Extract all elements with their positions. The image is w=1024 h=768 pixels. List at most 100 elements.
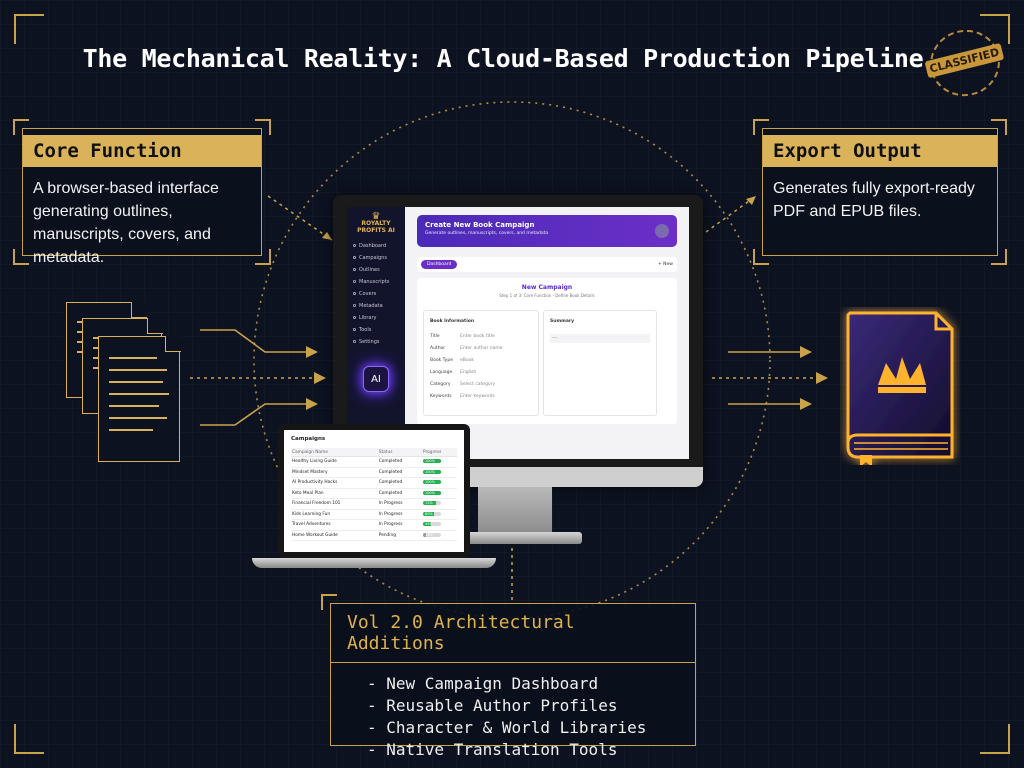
form-field[interactable]: Enter book title	[460, 334, 495, 339]
sidebar-item-outlines[interactable]: Outlines	[351, 264, 401, 276]
export-output-heading: Export Output	[763, 135, 997, 167]
progress-label: 100%	[424, 469, 435, 474]
progress-bar: 45%	[422, 522, 441, 526]
sidebar-item-library[interactable]: Library	[351, 312, 401, 324]
status-badge: In Progress	[377, 498, 422, 510]
campaign-banner: Create New Book Campaign Generate outlin…	[417, 215, 677, 247]
progress-bar: 60%	[422, 511, 441, 516]
form-row: Keywords Enter keywords	[430, 394, 532, 399]
campaign-name: AI Productivity Hacks	[291, 477, 378, 489]
arrow-docs-top	[200, 329, 312, 353]
connector-core	[267, 195, 333, 241]
form-field[interactable]: Enter keywords	[460, 394, 495, 399]
tabs-row: Dashboard + New	[417, 257, 677, 272]
progress-fill	[422, 459, 441, 463]
progress-bar: 100%	[422, 480, 441, 484]
status-badge: In Progress	[377, 509, 422, 520]
progress-fill	[422, 469, 441, 474]
addition-item: - Native Translation Tools	[367, 740, 618, 759]
banner-title: Create New Book Campaign	[425, 221, 535, 229]
progress-cell: 60%	[421, 509, 457, 520]
sidebar-item-label: Outlines	[359, 267, 380, 273]
column-header: Progress	[421, 448, 457, 457]
ai-badge: AI	[363, 366, 389, 392]
campaign-name: Financial Freedom 101	[291, 498, 378, 510]
progress-label: 72%	[424, 501, 433, 505]
sidebar-item-dashboard[interactable]: Dashboard	[351, 240, 401, 252]
frame-corner-top-left	[14, 14, 44, 44]
sidebar-item-manuscripts[interactable]: Manuscripts	[351, 276, 401, 288]
progress-label: 100%	[424, 490, 435, 495]
progress-cell: 100%	[421, 456, 457, 468]
form-heading: Book Information	[430, 319, 475, 324]
sidebar-item-metadata[interactable]: Metadata	[351, 300, 401, 312]
form-row: Language English	[430, 370, 532, 375]
additions-heading: Vol 2.0 Architectural Additions	[331, 604, 695, 663]
form-field[interactable]: Enter author name	[460, 346, 503, 351]
frame-corner-top-right	[980, 14, 1010, 44]
export-output-text: Generates fully export-ready PDF and EPU…	[773, 180, 975, 220]
sidebar-item-settings[interactable]: Settings	[351, 336, 401, 348]
export-output-panel: Export Output Generates fully export-rea…	[753, 119, 1007, 265]
banner-subtitle: Generate outlines, manuscripts, covers, …	[425, 231, 549, 236]
sidebar-item-covers[interactable]: Covers	[351, 288, 401, 300]
form-field[interactable]: Select category	[460, 382, 496, 387]
app-main: Create New Book Campaign Generate outlin…	[405, 207, 689, 459]
sidebar-item-campaigns[interactable]: Campaigns	[351, 252, 401, 264]
additions-list: - New Campaign Dashboard- Reusable Autho…	[331, 663, 695, 761]
app-logo: ♛ ROYALTY PROFITS AI	[351, 211, 401, 235]
progress-bar: 100%	[422, 459, 441, 463]
form-field[interactable]: eBook	[460, 358, 474, 363]
sidebar-item-tools[interactable]: Tools	[351, 324, 401, 336]
crown-icon: ♛	[371, 211, 381, 222]
status-badge: Completed	[377, 467, 422, 478]
campaign-name: Travel Adventures	[291, 519, 378, 531]
progress-cell: 72%	[421, 498, 457, 510]
form-label: Keywords	[430, 394, 452, 399]
campaign-name: Kids Learning Fun	[291, 509, 378, 520]
status-badge: Completed	[377, 456, 422, 468]
card-title: New Campaign	[521, 284, 573, 291]
status-badge: Completed	[377, 477, 422, 489]
nav-icon	[353, 256, 356, 259]
monitor-stand	[478, 487, 552, 533]
form-label: Book Type	[430, 358, 453, 363]
avatar[interactable]	[655, 224, 669, 238]
arrow-docs-bottom	[200, 403, 312, 426]
progress-label: 100%	[424, 480, 435, 484]
status-badge: Pending	[377, 530, 422, 541]
addition-item: - Character & World Libraries	[367, 718, 647, 737]
form-field[interactable]: English	[460, 370, 477, 375]
nav-icon	[353, 340, 356, 343]
monitor-foot	[448, 532, 582, 544]
page-title: The Mechanical Reality: A Cloud-Based Pr…	[82, 44, 924, 73]
tab-dashboard[interactable]: Dashboard	[421, 260, 458, 269]
sidebar-item-label: Manuscripts	[359, 279, 390, 285]
book-crown-icon	[846, 311, 954, 465]
progress-fill	[422, 480, 441, 484]
sidebar-item-label: Dashboard	[359, 243, 387, 249]
new-button[interactable]: + New	[657, 262, 673, 267]
campaign-name: Healthy Living Guide	[291, 456, 378, 468]
sidebar-item-label: Covers	[359, 291, 377, 297]
progress-fill	[422, 501, 436, 505]
progress-label: 15%	[424, 532, 433, 537]
summary-heading: Summary	[550, 319, 575, 324]
progress-bar: 15%	[422, 532, 441, 537]
campaign-name: Keto Meal Plan	[291, 488, 378, 499]
form-label: Language	[430, 370, 453, 375]
sidebar-item-label: Library	[359, 315, 377, 321]
